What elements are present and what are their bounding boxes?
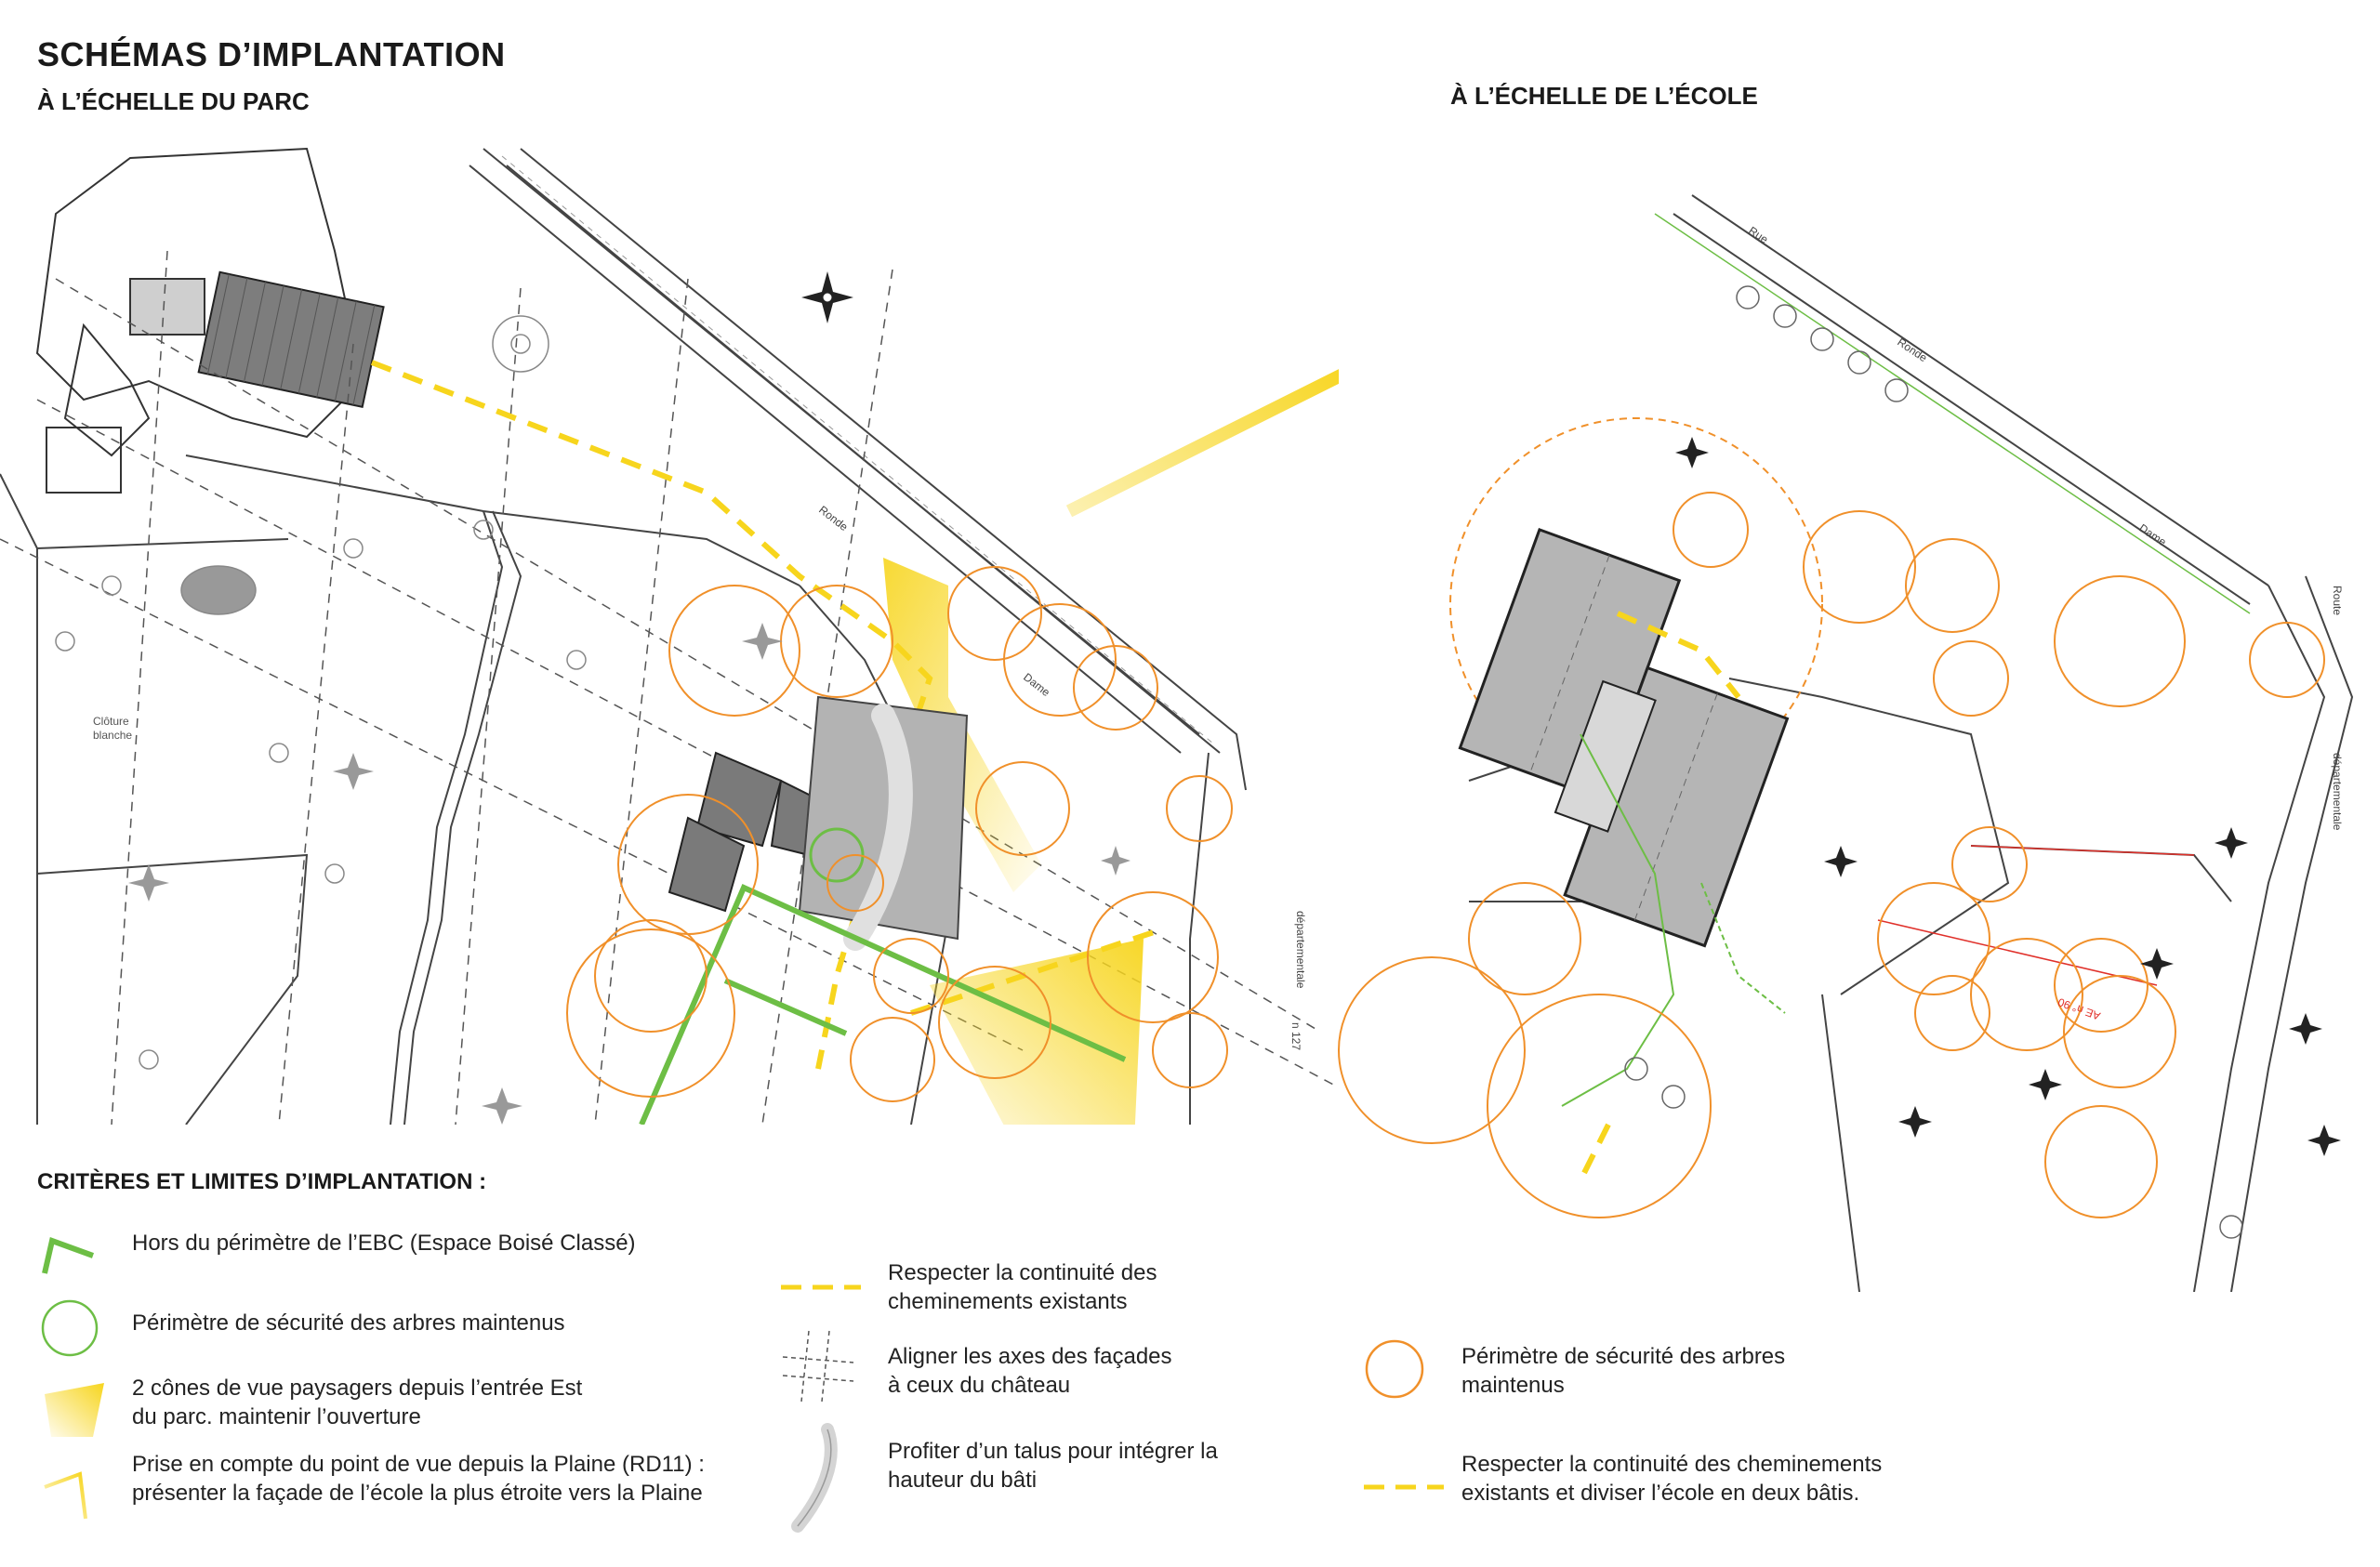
map-label-cloture: Clôture bbox=[93, 715, 129, 728]
ecole-path-dashed bbox=[1578, 611, 1741, 1182]
legend-item-divide: Respecter la continuité des cheminements… bbox=[1461, 1450, 1882, 1508]
map-label-route: Route bbox=[2331, 586, 2344, 615]
legend-item-cones: 2 cônes de vue paysagers depuis l’entrée… bbox=[132, 1374, 582, 1431]
chateau-building bbox=[197, 270, 385, 409]
page-title: SCHÉMAS D’IMPLANTATION bbox=[37, 35, 506, 73]
map-label-dame-2: Dame bbox=[2136, 521, 2169, 549]
chateau-complex bbox=[35, 147, 364, 494]
legend-talus-line1: Profiter d’un talus pour intégrer la bbox=[888, 1439, 1218, 1464]
star-trees bbox=[128, 623, 1130, 1125]
tree-safety-circles bbox=[566, 566, 1233, 1102]
legend-item-continuity: Respecter la continuité des cheminements… bbox=[888, 1258, 1157, 1316]
plain-viewpoint-angle bbox=[1065, 369, 1339, 518]
legend-plaine-line1: Prise en compte du point de vue depuis l… bbox=[132, 1452, 705, 1477]
map-label-departementale-2: départementale bbox=[2331, 753, 2344, 831]
legend-cones-line2: du parc. maintenir l’ouverture bbox=[132, 1404, 421, 1429]
map-label-ronde: Ronde bbox=[816, 503, 851, 533]
ecole-star-trees bbox=[1675, 437, 2341, 1156]
legend-axes-line1: Aligner les axes des façades bbox=[888, 1344, 1172, 1369]
map-label-departementale: départementale bbox=[1294, 911, 1307, 989]
talus-shape bbox=[843, 704, 913, 951]
ecole-roads bbox=[1673, 194, 2354, 1292]
legend-item-green-circle: Périmètre de sécurité des arbres mainten… bbox=[132, 1310, 565, 1336]
yellow-dash-icon bbox=[781, 1284, 861, 1290]
trees bbox=[55, 315, 587, 1070]
legend-talus-line2: hauteur du bâti bbox=[888, 1468, 1038, 1493]
legend-title: CRITÈRES ET LIMITES D’IMPLANTATION : bbox=[37, 1169, 487, 1194]
yellow-angle-icon bbox=[44, 1471, 87, 1520]
legend-item-plaine: Prise en compte du point de vue depuis l… bbox=[132, 1450, 705, 1508]
yellow-cone-icon bbox=[45, 1383, 104, 1437]
subtitle-ecole: À L’ÉCHELLE DE L’ÉCOLE bbox=[1450, 82, 1758, 110]
ecole-green-line bbox=[1654, 213, 2251, 614]
green-safety-circle bbox=[809, 827, 865, 883]
map-label-ronde-2: Ronde bbox=[1895, 336, 1929, 365]
existing-path-dashed bbox=[370, 360, 1163, 1070]
axis-grid-icon bbox=[782, 1330, 854, 1402]
plan-parc: Clôture blanche Ronde Dame départemental… bbox=[0, 147, 1339, 1125]
map-label-127: n 127 bbox=[1289, 1022, 1302, 1050]
legend-item-axes: Aligner les axes des façades à ceux du c… bbox=[888, 1342, 1172, 1400]
legend-item-talus: Profiter d’un talus pour intégrer la hau… bbox=[888, 1437, 1218, 1495]
legend-item-ebc: Hors du périmètre de l’EBC (Espace Boisé… bbox=[132, 1231, 636, 1256]
ecole-red-lines bbox=[1877, 845, 2195, 986]
plan-ecole: Rue Ronde Dame Route départementale AE n… bbox=[1338, 194, 2354, 1292]
compass-rose-icon bbox=[801, 271, 853, 323]
legend-orange-line1: Périmètre de sécurité des arbres bbox=[1461, 1344, 1786, 1369]
view-cone-2 bbox=[930, 939, 1144, 1125]
map-label-blanche: blanche bbox=[93, 729, 132, 742]
ebc-boundary bbox=[639, 884, 1127, 1125]
legend-cones-line1: 2 cônes de vue paysagers depuis l’entrée… bbox=[132, 1376, 583, 1401]
legend-plaine-line2: présenter la façade de l’école la plus é… bbox=[132, 1481, 703, 1506]
ecole-green-slope bbox=[1561, 733, 1675, 1107]
road-band-light bbox=[501, 155, 1214, 744]
ecole-green-slope-2 bbox=[1700, 882, 1786, 1014]
yellow-dash-icon-2 bbox=[1364, 1484, 1444, 1490]
legend-divide-line1: Respecter la continuité des cheminements bbox=[1461, 1452, 1883, 1477]
legend-item-orange-circle: Périmètre de sécurité des arbres mainten… bbox=[1461, 1342, 1785, 1400]
talus-icon bbox=[791, 1423, 838, 1533]
legend-orange-line2: maintenus bbox=[1461, 1373, 1565, 1398]
ecole-round-trees bbox=[1624, 285, 2243, 1239]
legend-continuity-line1: Respecter la continuité des bbox=[888, 1260, 1157, 1285]
map-label-ae90: AE n° 90 bbox=[2056, 995, 2102, 1023]
map-label-rue: Rue bbox=[1746, 224, 1770, 246]
legend-divide-line2: existants et diviser l’école en deux bât… bbox=[1461, 1481, 1860, 1506]
orange-circle-icon bbox=[1365, 1339, 1424, 1399]
legend-continuity-line2: cheminements existants bbox=[888, 1289, 1128, 1314]
map-label-dame: Dame bbox=[1021, 670, 1052, 699]
green-angle-icon bbox=[42, 1237, 95, 1274]
subtitle-parc: À L’ÉCHELLE DU PARC bbox=[37, 87, 310, 115]
legend-axes-line2: à ceux du château bbox=[888, 1373, 1071, 1398]
green-circle-icon bbox=[41, 1299, 99, 1357]
ecole-tree-circles bbox=[1338, 492, 2325, 1218]
school-footprint bbox=[798, 695, 969, 941]
